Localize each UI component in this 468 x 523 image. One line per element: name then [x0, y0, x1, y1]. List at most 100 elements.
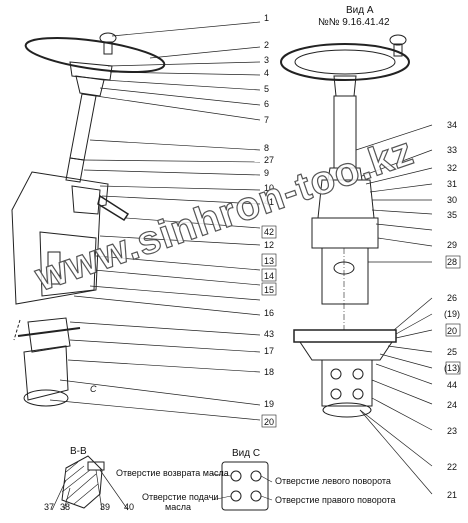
- callout-left-4: 4: [264, 68, 270, 78]
- view-c-leader-left-turn: [260, 475, 273, 483]
- callout-left-19: 19: [264, 399, 275, 409]
- left-column-lower: [65, 157, 85, 183]
- view-c-port-br: [250, 490, 262, 502]
- callout-left-10: 10: [264, 183, 275, 193]
- callout-left-43: 43: [264, 329, 275, 339]
- bb-leader-3: [95, 469, 103, 511]
- right-port-3: [330, 388, 342, 400]
- callout-right-44: 44: [447, 380, 458, 390]
- right-wheel-knob: [389, 34, 407, 46]
- view-c-leader-oil-return: [211, 473, 232, 477]
- callout-right-21: 21: [447, 490, 458, 500]
- right-steering-wheel: [280, 43, 410, 81]
- callout-right-22: 22: [447, 462, 458, 472]
- left-callout-boxes: [261, 225, 277, 428]
- view-c-leader-oil-supply: [211, 495, 232, 501]
- doc-number: №№ 9.16.41.42: [318, 17, 390, 28]
- right-callout-boxes: [445, 255, 461, 375]
- left-valve-bottom: [23, 389, 69, 407]
- view-c-plate: [221, 461, 269, 511]
- view-c-mark: С: [90, 384, 97, 394]
- view-c-port-bl: [230, 490, 242, 502]
- callout-right-26: 26: [447, 293, 458, 303]
- label-left-turn: Отверстие левого поворота: [275, 476, 391, 486]
- right-body: [321, 247, 369, 305]
- callout-left-5: 5: [264, 84, 270, 94]
- callout-right-23: 23: [447, 426, 458, 436]
- callout-bb-40: 40: [124, 502, 135, 512]
- callout-left-14: 14: [264, 271, 275, 281]
- callout-right-35: 35: [447, 210, 458, 220]
- left-steering-wheel: [24, 37, 166, 73]
- right-column-collar: [327, 167, 363, 181]
- callout-right-33: 33: [447, 145, 458, 155]
- right-wheel-inner: [294, 49, 396, 75]
- label-oil-supply: Отверстие подачи масла: [142, 492, 219, 512]
- callout-left-42: 42: [264, 227, 275, 237]
- callout-right-25: 25: [447, 347, 458, 357]
- right-port-2: [352, 368, 364, 380]
- label-oil-return: Отверстие возврата масла: [116, 468, 229, 478]
- right-valve-bottom: [322, 402, 372, 418]
- callout-left-1: 1: [264, 13, 270, 23]
- left-housing-cylinder: [39, 231, 97, 297]
- callout-left-13: 13: [264, 256, 275, 266]
- callout-bb-37: 37: [44, 502, 55, 512]
- callout-left-7: 7: [264, 115, 270, 125]
- bb-leader-2: [63, 487, 71, 511]
- section-bb-title: В-В: [70, 446, 87, 457]
- callout-right-19: (19): [444, 309, 461, 319]
- left-wheel-hub: [69, 61, 113, 81]
- view-c-leader-right-turn: [260, 495, 273, 501]
- callout-left-3: 3: [264, 55, 270, 65]
- callout-right-31: 31: [447, 179, 458, 189]
- right-column: [333, 95, 357, 169]
- left-valve-lower: [23, 345, 69, 401]
- bb-section-pin: [87, 461, 105, 471]
- callout-left-2: 2: [264, 40, 270, 50]
- right-port-4: [352, 388, 364, 400]
- left-wheel-knob-stem: [103, 41, 113, 55]
- right-wheel-knob-stem: [393, 43, 403, 57]
- bb-section-body: [61, 455, 103, 509]
- view-c-title: Вид С: [232, 448, 261, 459]
- callout-left-15: 15: [264, 285, 275, 295]
- left-valve-upper: [27, 317, 71, 353]
- callout-left-12: 12: [264, 240, 275, 250]
- right-upper-mechanism: [317, 179, 375, 219]
- callout-bb-38: 38: [60, 502, 71, 512]
- left-lever: [97, 194, 130, 222]
- callout-right-13: (13): [444, 363, 461, 373]
- right-valve-block: [321, 359, 373, 407]
- right-port-1: [330, 368, 342, 380]
- callout-right-29: 29: [447, 240, 458, 250]
- bb-section-hatch: [61, 461, 99, 505]
- right-flange: [293, 329, 397, 343]
- label-right-turn: Отверстие правого поворота: [275, 495, 396, 505]
- callout-left-27: 27: [264, 155, 275, 165]
- callout-bb-39: 39: [100, 502, 111, 512]
- callout-right-20: 20: [447, 326, 458, 336]
- label-oil-supply-line1: Отверстие подачи: [142, 492, 219, 502]
- view-c-port-tr: [250, 470, 262, 482]
- callout-left-17: 17: [264, 346, 275, 356]
- bb-leader-1: [51, 479, 67, 511]
- callout-right-28: 28: [447, 257, 458, 267]
- callout-left-8: 8: [264, 143, 270, 153]
- callout-left-41: 41: [264, 197, 275, 207]
- callout-right-32: 32: [447, 163, 458, 173]
- left-base-plate: [17, 327, 81, 337]
- callout-right-34: 34: [447, 120, 458, 130]
- left-wheel-knob: [99, 32, 117, 44]
- left-housing-window: [47, 251, 61, 285]
- view-c-port-tl: [230, 470, 242, 482]
- callout-left-20: 20: [264, 417, 275, 427]
- view-a-title: Вид А: [346, 5, 374, 16]
- right-disk: [299, 341, 393, 361]
- left-hub-clamp: [75, 75, 105, 97]
- right-lower-block: [311, 217, 379, 249]
- callout-left-6: 6: [264, 99, 270, 109]
- right-leader-lines: [355, 124, 433, 495]
- callout-left-18: 18: [264, 367, 275, 377]
